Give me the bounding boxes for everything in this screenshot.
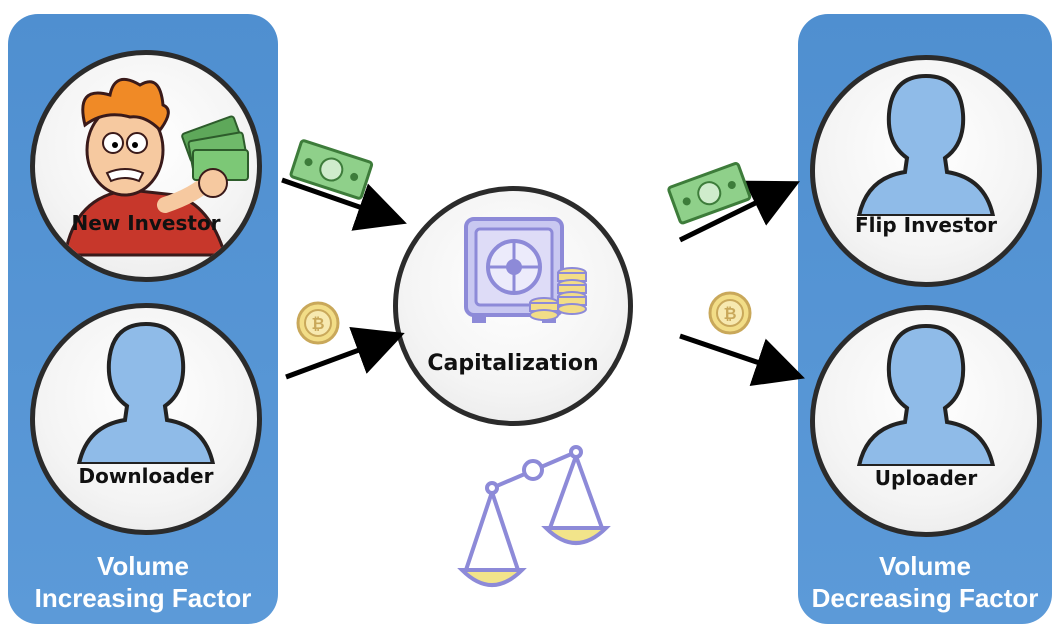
svg-text:₿: ₿ <box>723 304 736 323</box>
panel-title-line1: Volume <box>97 551 189 581</box>
panel-title-line2: Decreasing Factor <box>811 583 1039 613</box>
new-investor-node: New Investor <box>30 50 262 282</box>
capitalization-label: Capitalization <box>427 351 599 376</box>
vault-icon <box>464 217 587 323</box>
flip-investor-label: Flip Investor <box>854 213 997 237</box>
banknote-icon <box>667 162 752 225</box>
volume-increasing-title: Volume Increasing Factor <box>8 550 278 614</box>
uploader-node: Uploader <box>810 305 1042 537</box>
coin-stack-icon <box>529 267 587 321</box>
volume-decreasing-title: Volume Decreasing Factor <box>798 550 1052 614</box>
uploader-label: Uploader <box>874 466 978 490</box>
capitalization-node: Capitalization <box>393 186 633 426</box>
panel-title-line1: Volume <box>879 551 971 581</box>
svg-text:₿: ₿ <box>311 314 324 333</box>
person-icon <box>856 73 996 216</box>
downloader-label: Downloader <box>78 464 214 488</box>
bitcoin-coin-icon: ₿ <box>708 291 752 335</box>
arrow-capitalization-to-flip-investor <box>678 180 800 243</box>
person-icon <box>856 323 996 466</box>
panel-title-line2: Increasing Factor <box>34 583 252 613</box>
investor-cartoon-icon <box>63 77 249 257</box>
flip-investor-node: Flip Investor <box>810 55 1042 287</box>
downloader-node: Downloader <box>30 303 262 535</box>
arrow-downloader-to-capitalization <box>285 326 405 380</box>
person-icon <box>76 321 216 464</box>
balance-scale-icon <box>457 445 611 587</box>
bitcoin-coin-icon: ₿ <box>296 301 340 345</box>
new-investor-label: New Investor <box>71 211 221 235</box>
banknote-icon <box>289 139 374 200</box>
arrow-new-investor-to-capitalization <box>281 177 407 231</box>
arrow-capitalization-to-uploader <box>679 333 805 387</box>
